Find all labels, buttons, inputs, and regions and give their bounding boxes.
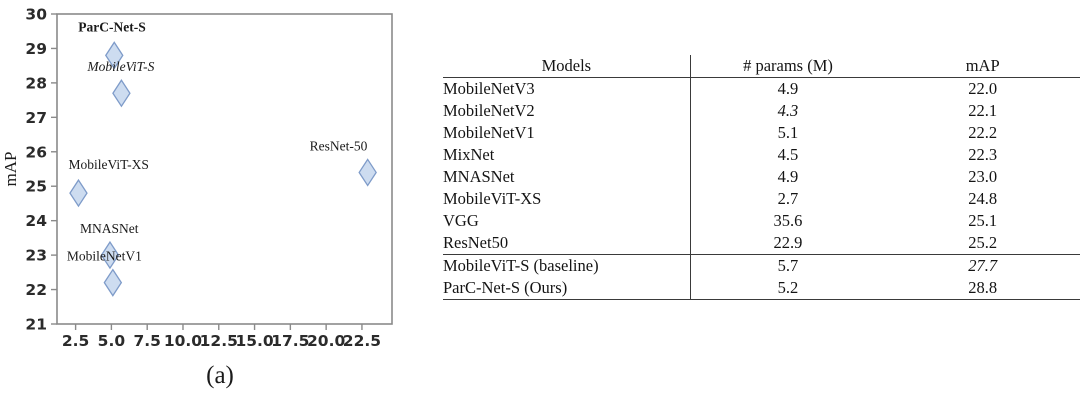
x-axis-tick-label: 15.0	[235, 332, 273, 350]
cell-params: 5.7	[690, 254, 886, 277]
cell-params: 4.9	[690, 77, 886, 100]
data-point-label: ResNet-50	[310, 138, 368, 153]
cell-map: 22.1	[968, 101, 998, 120]
data-point-label: MobileNetV1	[67, 249, 142, 264]
y-axis-tick-label: 26	[25, 143, 47, 161]
x-axis-tick-label: 22.5	[343, 332, 381, 350]
cell-params: 35.6	[773, 211, 803, 230]
data-point-diamond	[112, 79, 131, 108]
data-point-diamond	[358, 158, 377, 187]
y-axis-tick-label: 30	[25, 6, 47, 24]
table-row: MixNet 4.5 22.3	[443, 144, 1080, 166]
data-point-diamond	[104, 41, 124, 70]
cell-map: 24.8	[968, 189, 998, 208]
cell-params: 4.9	[777, 167, 799, 186]
cell-model: MixNet	[443, 144, 691, 166]
cell-map: 22.0	[885, 77, 1080, 100]
panel-a-caption: (a)	[206, 362, 234, 389]
cell-map: 23.0	[968, 167, 998, 186]
data-point-label: ParC-Net-S	[78, 19, 145, 34]
cell-model: MobileViT-XS	[443, 188, 691, 210]
data-point-label: MobileViT-S	[86, 59, 154, 74]
x-axis-tick-label: 2.5	[62, 332, 89, 350]
column-header-params: # params (M)	[743, 56, 833, 75]
y-axis-title: mAP	[1, 152, 20, 187]
y-axis-tick-label: 24	[25, 212, 47, 230]
table-row: MobileNetV2 4.3 22.1	[443, 100, 1080, 122]
cell-model: ResNet50	[443, 232, 691, 255]
table-row: VGG 35.6 25.1	[443, 210, 1080, 232]
x-axis-tick-label: 12.5	[200, 332, 238, 350]
table-row: ResNet50 22.9 25.2	[443, 232, 1080, 255]
y-axis-tick-label: 25	[25, 178, 47, 196]
y-axis-tick-label: 23	[25, 247, 47, 265]
x-axis-tick-label: 17.5	[271, 332, 309, 350]
cell-params: 5.1	[777, 123, 799, 142]
table-row: MobileViT-XS 2.7 24.8	[443, 188, 1080, 210]
data-point-diamond	[103, 268, 123, 297]
cell-map: 28.8	[885, 277, 1080, 300]
column-header-models: Models	[443, 55, 691, 78]
cell-model: ParC-Net-S (Ours)	[443, 277, 691, 300]
cell-map: 22.3	[968, 145, 998, 164]
table-header: Models # params (M) mAP	[443, 55, 1080, 78]
table-row: MobileNetV1 5.1 22.2	[443, 122, 1080, 144]
x-axis-tick-label: 10.0	[164, 332, 202, 350]
plot-frame	[56, 13, 393, 325]
data-point-label: MobileViT-XS	[68, 157, 148, 172]
data-point-diamond	[100, 240, 120, 270]
cell-params: 22.9	[773, 233, 803, 252]
table-header-row: Models # params (M) mAP	[443, 55, 1080, 78]
cell-model: VGG	[443, 210, 691, 232]
cell-map: 27.7	[885, 254, 1080, 277]
column-header-map: mAP	[965, 56, 1000, 75]
cell-params: 4.3	[777, 101, 799, 120]
panel-b-caption: (b)	[1003, 362, 1080, 390]
y-axis-tick-label: 22	[25, 281, 47, 299]
cell-model: MobileNetV1	[443, 122, 691, 144]
y-axis-tick-label: 21	[25, 316, 47, 334]
cell-model: MobileNetV2	[443, 100, 691, 122]
x-axis-tick-label: 7.5	[133, 332, 160, 350]
data-point-diamond	[69, 178, 88, 208]
cell-params: 5.2	[690, 277, 886, 300]
x-axis-tick-label: 5.0	[98, 332, 126, 350]
table-row: MNASNet 4.9 23.0	[443, 166, 1080, 188]
cell-model: MobileViT-S (baseline)	[443, 254, 691, 277]
data-point-label: MNASNet	[80, 221, 139, 236]
cell-model: MNASNet	[443, 166, 691, 188]
cell-model: MobileNetV3	[443, 77, 691, 100]
cell-map: 22.2	[968, 123, 998, 142]
cell-params: 4.5	[777, 145, 799, 164]
y-axis-tick-label: 28	[25, 74, 47, 92]
cell-map: 25.2	[968, 233, 998, 252]
y-axis-tick-label: 27	[25, 109, 47, 127]
y-axis-tick-label: 29	[25, 40, 47, 58]
cell-map: 25.1	[968, 211, 998, 230]
cell-params: 2.7	[777, 189, 799, 208]
x-axis-tick-label: 20.0	[307, 332, 345, 350]
